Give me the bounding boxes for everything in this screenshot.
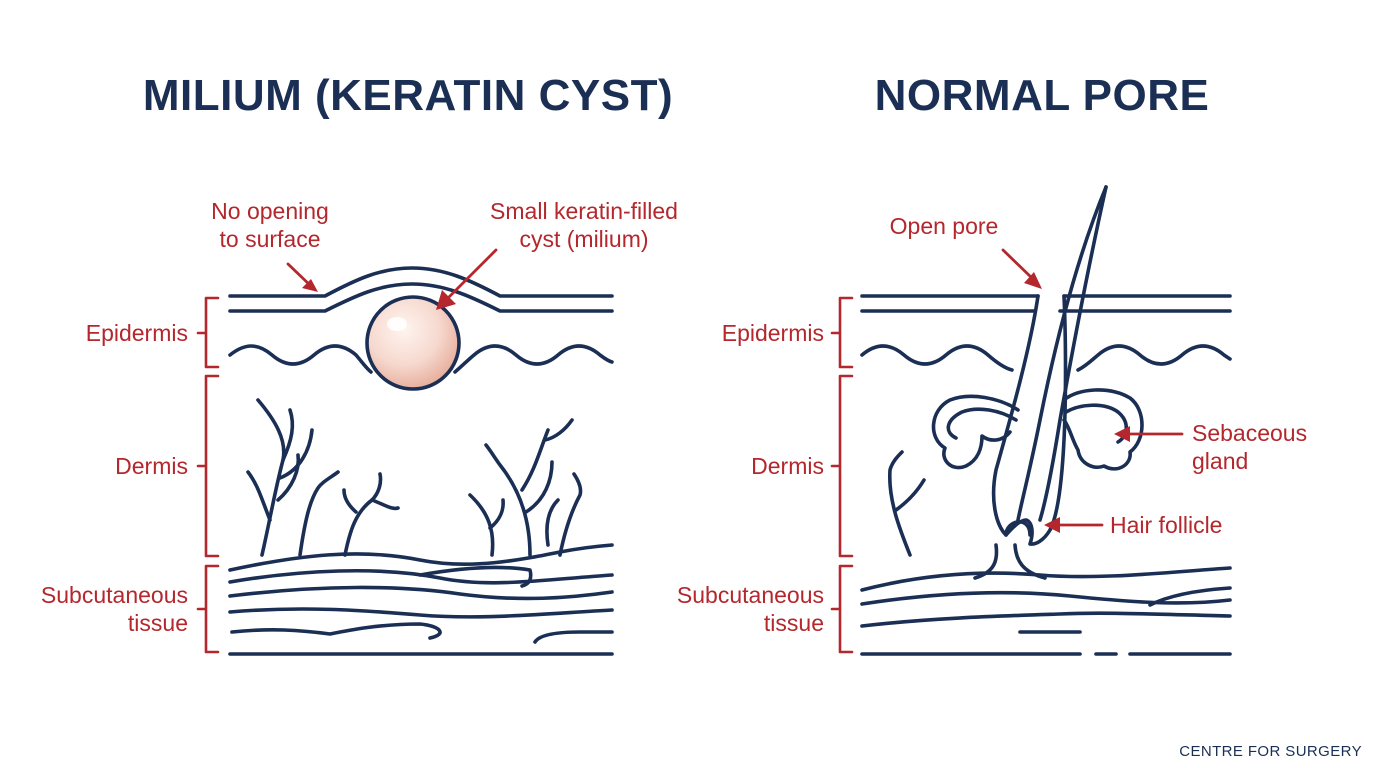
no-opening-label-line1: No opening (211, 198, 329, 224)
milium-basement-line (228, 344, 614, 374)
milium-panel: MILIUM (KERATIN CYST) (41, 71, 678, 656)
milium-epidermis-label: Epidermis (86, 320, 188, 346)
sebaceous-gland-left (931, 394, 1020, 470)
hair-follicle-label: Hair follicle (1110, 512, 1222, 538)
hair-bulb (1004, 520, 1032, 537)
normal-pore-panel: NORMAL PORE (677, 71, 1307, 656)
pore-subcutaneous-label-line2: tissue (764, 610, 824, 636)
milium-layer-brackets (196, 296, 220, 654)
sebaceous-label-line2: gland (1192, 448, 1248, 474)
pore-subcutaneous-label-line1: Subcutaneous (677, 582, 824, 608)
cyst-label-line1: Small keratin-filled (490, 198, 678, 224)
milium-surface-outer (228, 266, 614, 298)
milium-surface-inner (228, 282, 614, 313)
pore-layer-brackets (830, 296, 854, 654)
milium-cyst (365, 295, 461, 391)
hair-follicle-sheath (991, 294, 1068, 546)
cyst-arrow (436, 248, 498, 310)
milium-dermis-label: Dermis (115, 453, 188, 479)
pore-dermis-vessels (888, 450, 926, 557)
sebaceous-label-line1: Sebaceous (1192, 420, 1307, 446)
pore-subcutaneous-fibres (860, 566, 1232, 656)
pore-dermis-label: Dermis (751, 453, 824, 479)
pore-subcutaneous-bracket (830, 564, 854, 654)
cyst-label-line2: cyst (milium) (519, 226, 648, 252)
milium-dermis-bracket (196, 374, 220, 558)
no-opening-label-line2: to surface (220, 226, 321, 252)
pore-epidermis-bracket (830, 296, 854, 369)
sebaceous-gland-left-inner (946, 407, 1018, 440)
hair-shaft-back (1038, 185, 1108, 522)
milium-subcutaneous-label-line1: Subcutaneous (41, 582, 188, 608)
pore-basement-line (860, 344, 1232, 372)
normal-pore-title: NORMAL PORE (875, 71, 1210, 120)
no-opening-arrow (286, 262, 318, 292)
milium-subcutaneous-bracket (196, 564, 220, 654)
milium-subcutaneous-label-line2: tissue (128, 610, 188, 636)
open-pore-arrow (1001, 248, 1042, 289)
milium-title: MILIUM (KERATIN CYST) (143, 71, 673, 120)
hair-shaft (1016, 185, 1108, 522)
credit-text: CENTRE FOR SURGERY (1179, 743, 1362, 760)
sebaceous-gland-right (1062, 388, 1144, 471)
cyst-highlight (387, 317, 407, 331)
milium-dermis-vessels (246, 398, 583, 557)
hair-follicle-arrow (1044, 517, 1104, 533)
pore-dermis-bracket (830, 374, 854, 558)
sebaceous-gland-right-inner (1064, 403, 1129, 444)
milium-subcutaneous-fibres (228, 543, 614, 656)
sebaceous-arrow (1114, 426, 1184, 442)
pore-epidermis-label: Epidermis (722, 320, 824, 346)
open-pore-label: Open pore (890, 213, 999, 239)
milium-epidermis-bracket (196, 296, 220, 369)
